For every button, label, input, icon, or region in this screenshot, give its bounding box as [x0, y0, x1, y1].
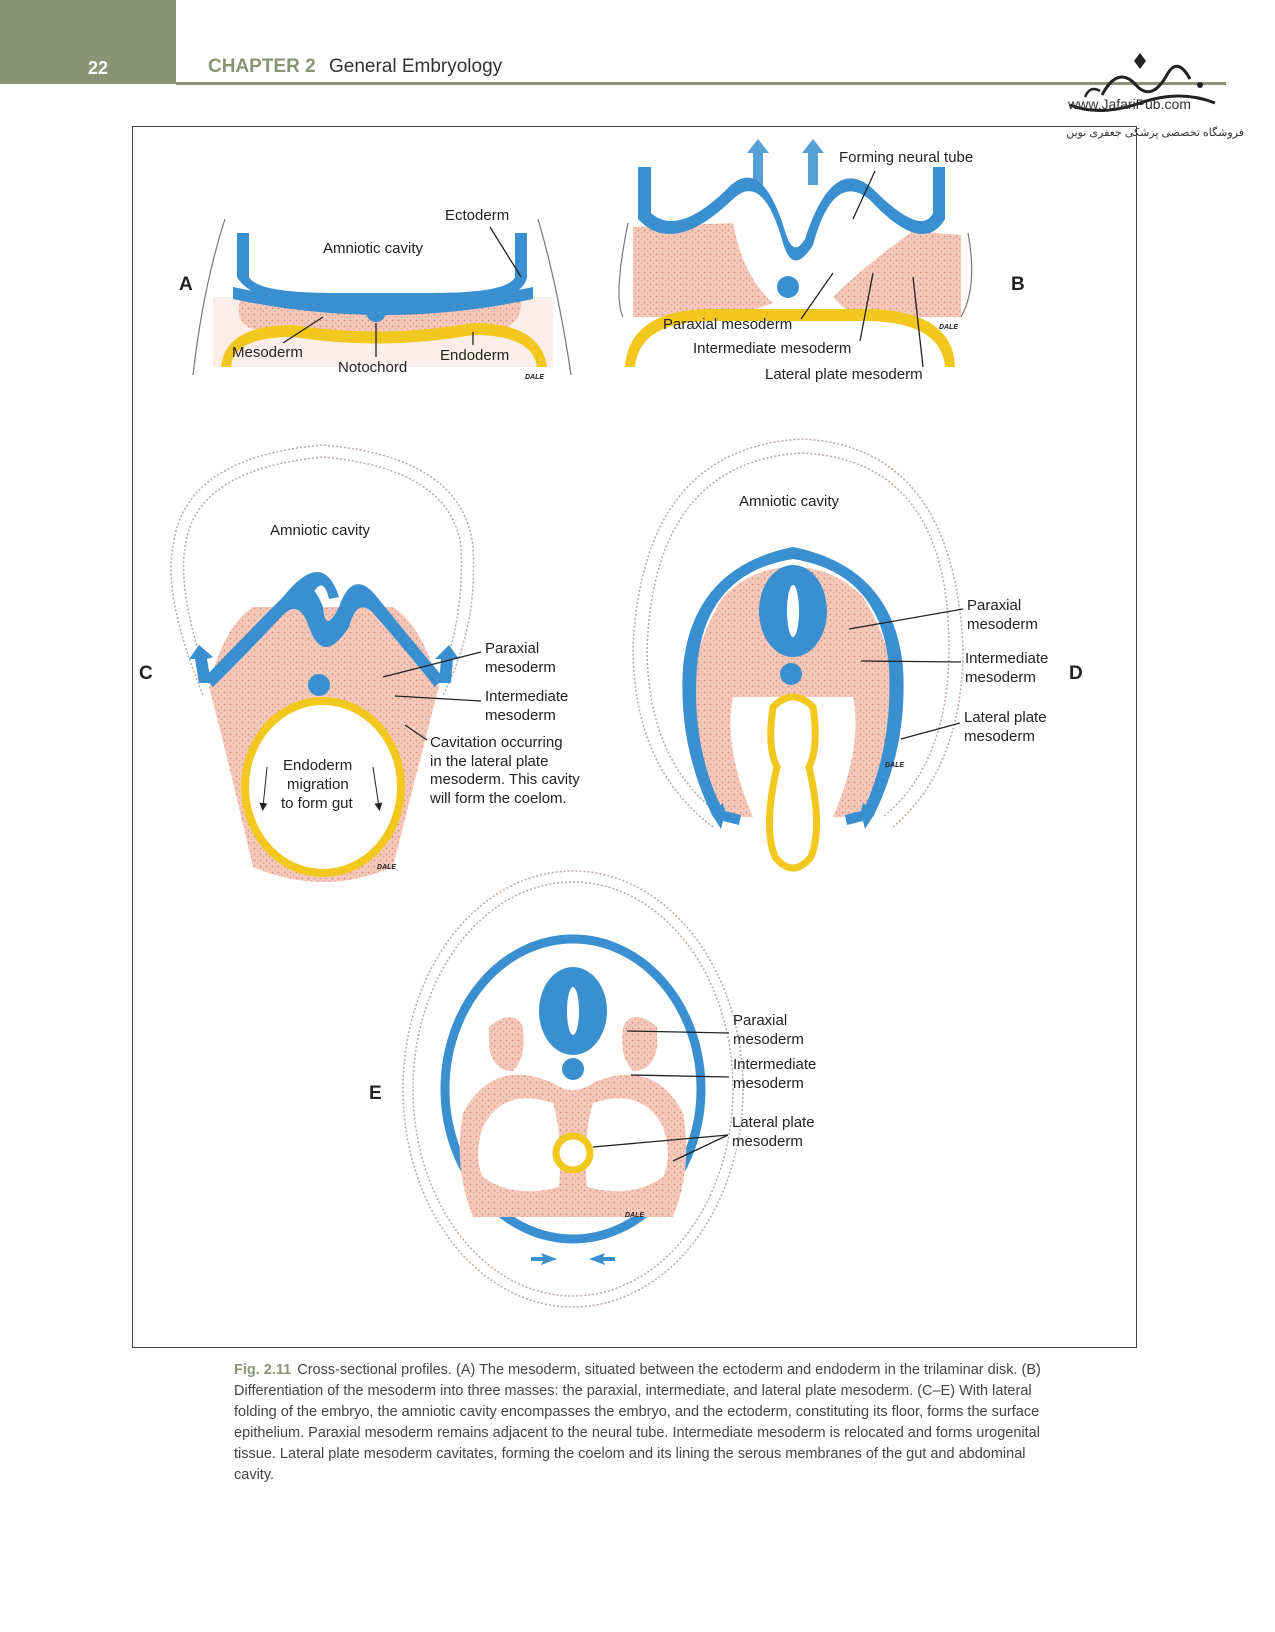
publisher-logo-icon [1069, 53, 1216, 113]
chapter-title: General Embryology [328, 56, 503, 77]
figure-frame: A Ectoderm Amniotic cavity Mesoderm Noto… [132, 126, 1137, 1348]
artist-signature-c: DALE [377, 864, 396, 871]
label-paraxial-e-2: mesoderm [733, 1031, 804, 1048]
label-intermediate-e-1: Intermediate [733, 1056, 816, 1073]
caption-text: Cross-sectional profiles. (A) The mesode… [234, 1362, 1041, 1483]
artist-signature-b: DALE [939, 324, 958, 331]
label-intermediate-d-1: Intermediate [965, 650, 1048, 667]
label-cavitation-2: in the lateral plate [430, 753, 548, 770]
artist-signature-d: DALE [885, 762, 904, 769]
label-amniotic-cavity-d: Amniotic cavity [739, 493, 840, 510]
fold-arrow-icon [802, 139, 824, 185]
label-cavitation-1: Cavitation occurring [430, 734, 563, 751]
label-paraxial-c-2: mesoderm [485, 659, 556, 676]
label-amniotic-cavity-c: Amniotic cavity [270, 522, 371, 539]
fold-arrow-icon [711, 803, 741, 829]
label-lateral-plate-d-2: mesoderm [964, 728, 1035, 745]
label-paraxial-c-1: Paraxial [485, 640, 539, 657]
label-paraxial-d-1: Paraxial [967, 597, 1021, 614]
label-lateral-plate-d-1: Lateral plate [964, 709, 1047, 726]
panel-d-letter: D [1069, 663, 1083, 684]
fold-arrow-icon [435, 645, 459, 683]
panel-c: C Amniotic cavity Paraxial mesoderm Inte… [139, 444, 580, 882]
panel-e-letter: E [369, 1083, 382, 1104]
label-cavitation-4: will form the coelom. [429, 790, 567, 807]
label-amniotic-cavity-a: Amniotic cavity [323, 240, 424, 257]
page-number-tab: 22 [0, 0, 176, 84]
panel-b: B Forming neural tube Paraxial mesoderm … [618, 139, 1025, 383]
artist-signature-e: DALE [625, 1212, 644, 1219]
artist-signature-a: DALE [525, 374, 544, 381]
label-cavitation-3: mesoderm. This cavity [430, 771, 580, 788]
embryology-figure: A Ectoderm Amniotic cavity Mesoderm Noto… [139, 139, 1083, 1308]
panel-b-letter: B [1011, 274, 1025, 295]
label-endoderm-migration-2: migration [287, 776, 349, 793]
label-intermediate-c-2: mesoderm [485, 707, 556, 724]
label-lateral-plate-e-2: mesoderm [732, 1133, 803, 1150]
panel-a: A Ectoderm Amniotic cavity Mesoderm Noto… [179, 207, 572, 381]
label-intermediate-b: Intermediate mesoderm [693, 340, 851, 357]
fold-arrow-icon [589, 1253, 615, 1265]
fold-arrow-icon [189, 645, 213, 683]
label-forming-neural-tube: Forming neural tube [839, 149, 973, 166]
label-intermediate-d-2: mesoderm [965, 669, 1036, 686]
label-endoderm-migration-1: Endoderm [283, 757, 352, 774]
publisher-url: www.JafariPub.com [1068, 96, 1191, 112]
label-ectoderm: Ectoderm [445, 207, 509, 224]
label-endoderm-migration-3: to form gut [281, 795, 354, 812]
label-paraxial-e-1: Paraxial [733, 1012, 787, 1029]
publisher-shop-name: فروشگاه تخصصی پزشکی جعفری نوین [1066, 127, 1244, 139]
chapter-number: CHAPTER 2 [208, 56, 316, 77]
fold-arrow-icon [531, 1253, 557, 1265]
fold-arrow-icon [845, 803, 875, 829]
panel-d: D Amniotic cavity Paraxial mesoderm Inte… [632, 438, 1083, 872]
label-paraxial-b: Paraxial mesoderm [663, 316, 792, 333]
fold-arrow-icon [747, 139, 769, 185]
panel-e: E Paraxial mesoderm Intermediate mesoder… [369, 870, 816, 1308]
header-rule [176, 82, 1226, 85]
label-paraxial-d-2: mesoderm [967, 616, 1038, 633]
panel-c-letter: C [139, 663, 153, 684]
label-endoderm-a: Endoderm [440, 347, 509, 364]
label-mesoderm: Mesoderm [232, 344, 303, 361]
panel-a-letter: A [179, 274, 193, 295]
page-number: 22 [88, 58, 109, 78]
label-intermediate-c-1: Intermediate [485, 688, 568, 705]
label-lateral-plate-b: Lateral plate mesoderm [765, 366, 923, 383]
label-notochord: Notochord [338, 359, 407, 376]
label-lateral-plate-e-1: Lateral plate [732, 1114, 815, 1131]
figure-number: Fig. 2.11 [234, 1362, 292, 1378]
label-intermediate-e-2: mesoderm [733, 1075, 804, 1092]
chapter-heading: CHAPTER 2 General Embryology [208, 56, 502, 78]
